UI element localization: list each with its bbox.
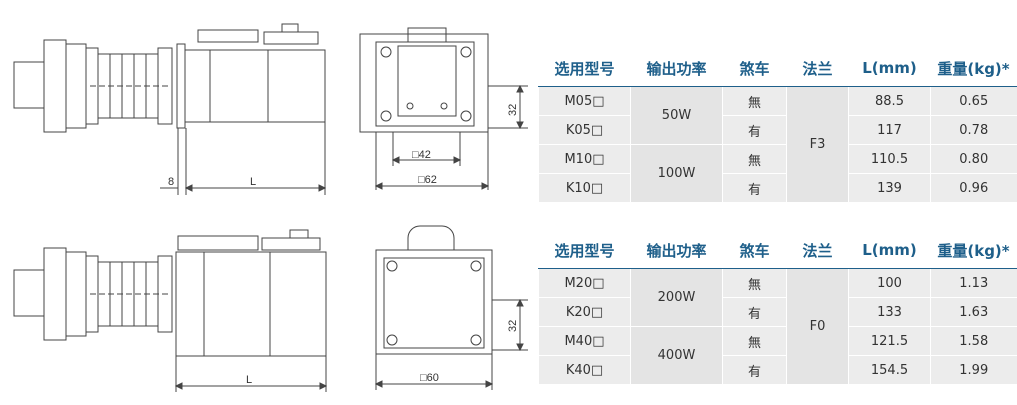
spec-table-2: 选用型号 输出功率 煞车 法兰 L(mm) 重量(kg)* M20□ 200W …: [538, 232, 1017, 384]
header-weight: 重量(kg)*: [930, 232, 1017, 269]
cell-model: M05□: [538, 86, 631, 116]
cell-length: 100: [848, 268, 931, 298]
cell-length: 110.5: [848, 144, 931, 174]
cell-length: 121.5: [848, 326, 931, 356]
table-row: M20□ 200W 無 F0 100 1.13: [538, 268, 1017, 384]
dim-square-bottom: □60: [420, 372, 439, 384]
table-row: M40□ 400W 無 121.5 1.58: [538, 326, 1017, 384]
cell-weight: 0.80: [930, 144, 1017, 174]
cell-brake: 有: [722, 297, 787, 327]
cell-flange: F3: [786, 86, 849, 202]
cell-brake: 有: [722, 173, 787, 202]
table-row: K05□ 有 117 0.78: [538, 115, 1017, 145]
cell-weight: 0.65: [930, 86, 1017, 116]
cell-model: M10□: [538, 144, 631, 174]
top-front-view: [359, 27, 528, 190]
table-row: M05□ 50W 無 F3 88.5 0.65: [538, 86, 1017, 202]
cell-weight: 1.58: [930, 326, 1017, 356]
cell-length: 133: [848, 297, 931, 327]
header-model: 选用型号: [538, 232, 631, 269]
dim-length-top: L: [250, 176, 256, 188]
spec-table-1: 选用型号 输出功率 煞车 法兰 L(mm) 重量(kg)* M05□ 50W 無…: [538, 50, 1017, 202]
cell-model: K20□: [538, 297, 631, 327]
header-power: 输出功率: [630, 232, 723, 269]
cell-brake: 無: [722, 268, 787, 298]
cell-weight: 0.96: [930, 173, 1017, 202]
header-model: 选用型号: [538, 50, 631, 87]
table-row: K20□ 有 133 1.63: [538, 297, 1017, 327]
cell-flange: F0: [786, 268, 849, 384]
cell-weight: 1.13: [930, 268, 1017, 298]
dim-side-height-bottom: 32: [507, 320, 519, 332]
cell-power: 100W: [630, 144, 723, 202]
cell-weight: 0.78: [930, 115, 1017, 145]
dim-inner-square-top: □42: [412, 149, 431, 161]
cell-brake: 有: [722, 115, 787, 145]
cell-model: K10□: [538, 173, 631, 202]
cell-model: M40□: [538, 326, 631, 356]
cell-model: K40□: [538, 355, 631, 384]
header-brake: 煞车: [722, 50, 787, 87]
cell-model: M20□: [538, 268, 631, 298]
cell-power: 200W: [630, 268, 723, 327]
cell-brake: 無: [722, 144, 787, 174]
header-brake: 煞车: [722, 232, 787, 269]
header-power: 输出功率: [630, 50, 723, 87]
cell-length: 88.5: [848, 86, 931, 116]
cell-weight: 1.99: [930, 355, 1017, 384]
bottom-side-view: [13, 229, 328, 392]
dim-outer-square-top: □62: [418, 174, 437, 186]
cell-brake: 無: [722, 326, 787, 356]
cell-power: 50W: [630, 86, 723, 145]
cell-brake: 有: [722, 355, 787, 384]
dim-length-bottom: L: [246, 374, 252, 386]
cell-model: K05□: [538, 115, 631, 145]
cell-power: 400W: [630, 326, 723, 384]
cell-length: 117: [848, 115, 931, 145]
dim-side-height-top: 32: [507, 104, 519, 116]
header-weight: 重量(kg)*: [930, 50, 1017, 87]
cell-brake: 無: [722, 86, 787, 116]
top-side-view: [13, 23, 327, 195]
dim-flange-offset: 8: [168, 176, 174, 188]
table-row: K10□ 有 139 0.96: [538, 173, 1017, 202]
header-flange: 法兰: [786, 50, 849, 87]
cell-length: 139: [848, 173, 931, 202]
cell-length: 154.5: [848, 355, 931, 384]
bottom-front-view: [374, 225, 528, 390]
table-row: K40□ 有 154.5 1.99: [538, 355, 1017, 384]
header-flange: 法兰: [786, 232, 849, 269]
table-row: M10□ 100W 無 110.5 0.80: [538, 144, 1017, 202]
header-length: L(mm): [848, 232, 931, 269]
header-length: L(mm): [848, 50, 931, 87]
cell-weight: 1.63: [930, 297, 1017, 327]
technical-drawings: 8 L □42 □62 32 L □60 32: [13, 23, 528, 392]
